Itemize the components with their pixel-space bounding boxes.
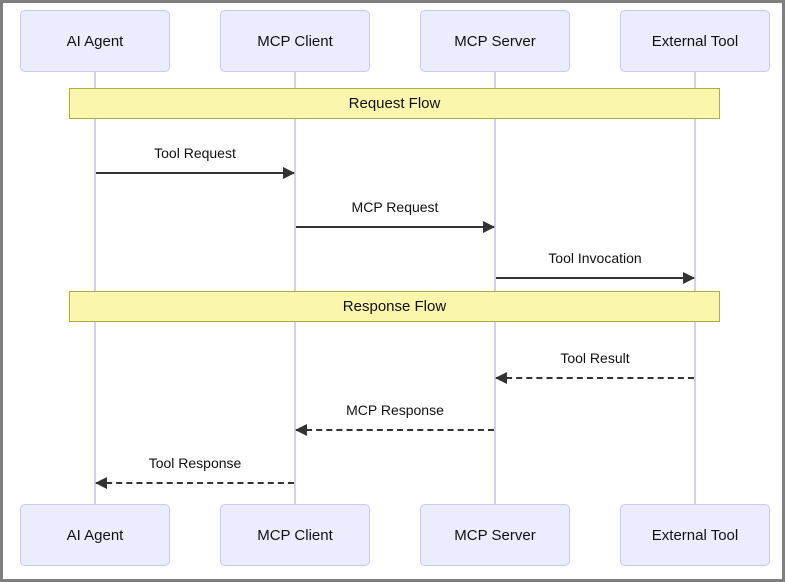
actor-bottom-ai-agent: AI Agent (20, 504, 170, 566)
message-tool-result: Tool Result (495, 350, 695, 386)
lifeline-external-tool (694, 72, 696, 504)
actor-label: AI Agent (66, 526, 124, 544)
lifeline-mcp-server (494, 72, 496, 504)
message-tool-request: Tool Request (95, 145, 295, 181)
lifeline-mcp-client (294, 72, 296, 504)
arrowhead-left-icon (295, 424, 307, 436)
actor-label: MCP Server (454, 526, 536, 544)
actor-label: AI Agent (66, 32, 124, 50)
arrowhead-left-icon (95, 477, 107, 489)
message-tool-response: Tool Response (95, 455, 295, 491)
actor-label: MCP Server (454, 32, 536, 50)
arrow-line (96, 482, 294, 484)
arrowhead-right-icon (283, 167, 295, 179)
message-label: Tool Result (560, 350, 630, 366)
actor-top-mcp-client: MCP Client (220, 10, 370, 72)
message-label: MCP Request (351, 199, 439, 215)
actor-top-mcp-server: MCP Server (420, 10, 570, 72)
actor-bottom-mcp-client: MCP Client (220, 504, 370, 566)
actor-label: External Tool (651, 526, 739, 544)
message-label: MCP Response (346, 402, 444, 418)
lifeline-ai-agent (94, 72, 96, 504)
message-label: Tool Invocation (548, 250, 642, 266)
arrow-line (296, 226, 494, 228)
arrowhead-left-icon (495, 372, 507, 384)
actor-top-external-tool: External Tool (620, 10, 770, 72)
arrowhead-right-icon (483, 221, 495, 233)
banner-label: Request Flow (348, 95, 441, 112)
arrow-line (496, 277, 694, 279)
banner-label: Response Flow (342, 298, 447, 315)
arrow-line (96, 172, 294, 174)
message-label: Tool Request (154, 145, 236, 161)
message-tool-invocation: Tool Invocation (495, 250, 695, 286)
actor-top-ai-agent: AI Agent (20, 10, 170, 72)
message-label: Tool Response (148, 455, 242, 471)
actor-label: MCP Client (257, 526, 333, 544)
actor-label: External Tool (651, 32, 739, 50)
banner-request-flow: Request Flow (69, 88, 720, 119)
arrow-line (296, 429, 494, 431)
actor-bottom-external-tool: External Tool (620, 504, 770, 566)
actor-label: MCP Client (257, 32, 333, 50)
actor-bottom-mcp-server: MCP Server (420, 504, 570, 566)
arrowhead-right-icon (683, 272, 695, 284)
message-mcp-request: MCP Request (295, 199, 495, 235)
banner-response-flow: Response Flow (69, 291, 720, 322)
message-mcp-response: MCP Response (295, 402, 495, 438)
arrow-line (496, 377, 694, 379)
